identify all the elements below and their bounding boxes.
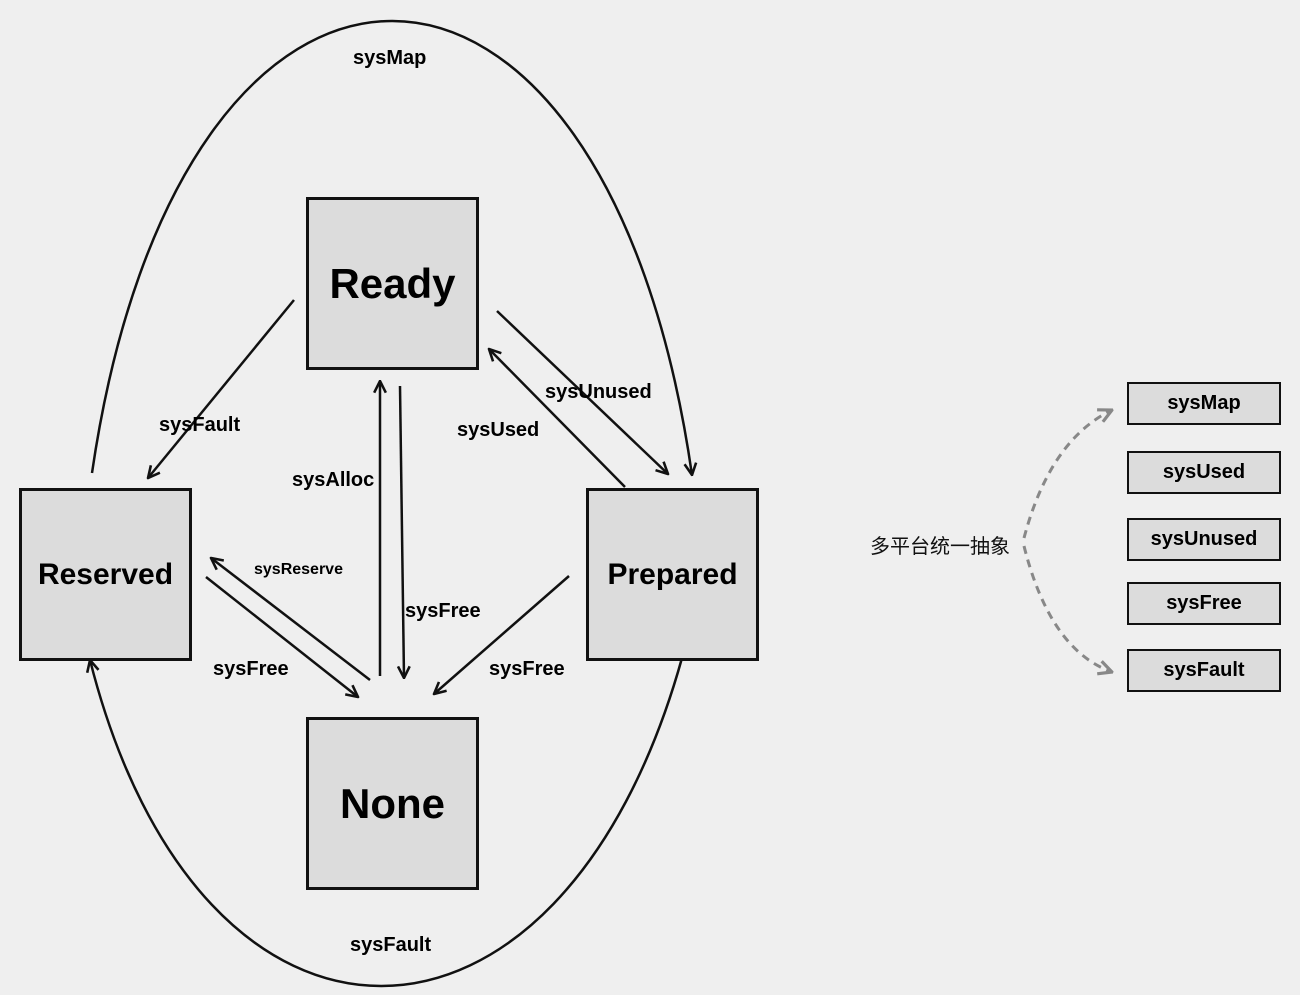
state-none: None bbox=[306, 717, 479, 890]
api-box-sysfault: sysFault bbox=[1127, 649, 1281, 692]
api-label: sysUnused bbox=[1150, 528, 1258, 550]
arc-sysmap bbox=[90, 20, 692, 475]
label-sysfree-left: sysFree bbox=[213, 658, 289, 680]
api-label: sysFree bbox=[1166, 592, 1242, 614]
arrow-ready-to-reserved bbox=[148, 299, 295, 478]
abstraction-label: 多平台统一抽象 bbox=[870, 534, 1010, 558]
api-box-sysmap: sysMap bbox=[1127, 382, 1281, 425]
api-box-sysunused: sysUnused bbox=[1127, 518, 1281, 561]
label-sysreserve: sysReserve bbox=[254, 561, 343, 578]
state-ready-label: Ready bbox=[329, 259, 456, 307]
api-box-sysfree: sysFree bbox=[1127, 582, 1281, 625]
dashed-arrow-up bbox=[1022, 410, 1112, 539]
label-sysunused: sysUnused bbox=[545, 381, 652, 403]
state-reserved-label: Reserved bbox=[37, 557, 174, 591]
state-prepared: Prepared bbox=[586, 488, 759, 661]
label-sysfree-center: sysFree bbox=[405, 600, 481, 622]
state-none-label: None bbox=[340, 779, 445, 827]
arrow-prepared-to-ready bbox=[489, 349, 626, 488]
label-sysfree-right: sysFree bbox=[489, 658, 565, 680]
arc-sysfault-bottom bbox=[90, 658, 684, 988]
label-sysfault-bottom: sysFault bbox=[350, 934, 432, 956]
api-label: sysUsed bbox=[1162, 461, 1246, 483]
state-ready: Ready bbox=[306, 197, 479, 370]
api-box-sysused: sysUsed bbox=[1127, 451, 1281, 494]
dashed-arrow-down bbox=[1022, 545, 1112, 672]
api-label: sysFault bbox=[1163, 659, 1245, 681]
label-sysfault-top: sysFault bbox=[159, 414, 241, 436]
arrow-ready-to-prepared bbox=[496, 310, 668, 474]
arrow-reserved-to-none bbox=[205, 576, 358, 697]
label-sysmap: sysMap bbox=[353, 47, 427, 69]
arrow-prepared-to-none bbox=[434, 575, 570, 694]
label-sysused: sysUsed bbox=[457, 419, 540, 441]
state-prepared-label: Prepared bbox=[607, 557, 738, 591]
api-label: sysMap bbox=[1167, 392, 1241, 414]
label-sysalloc: sysAlloc bbox=[292, 469, 375, 491]
arrow-none-to-reserved bbox=[211, 558, 371, 681]
arrow-ready-to-none bbox=[400, 385, 404, 678]
state-reserved: Reserved bbox=[19, 488, 192, 661]
